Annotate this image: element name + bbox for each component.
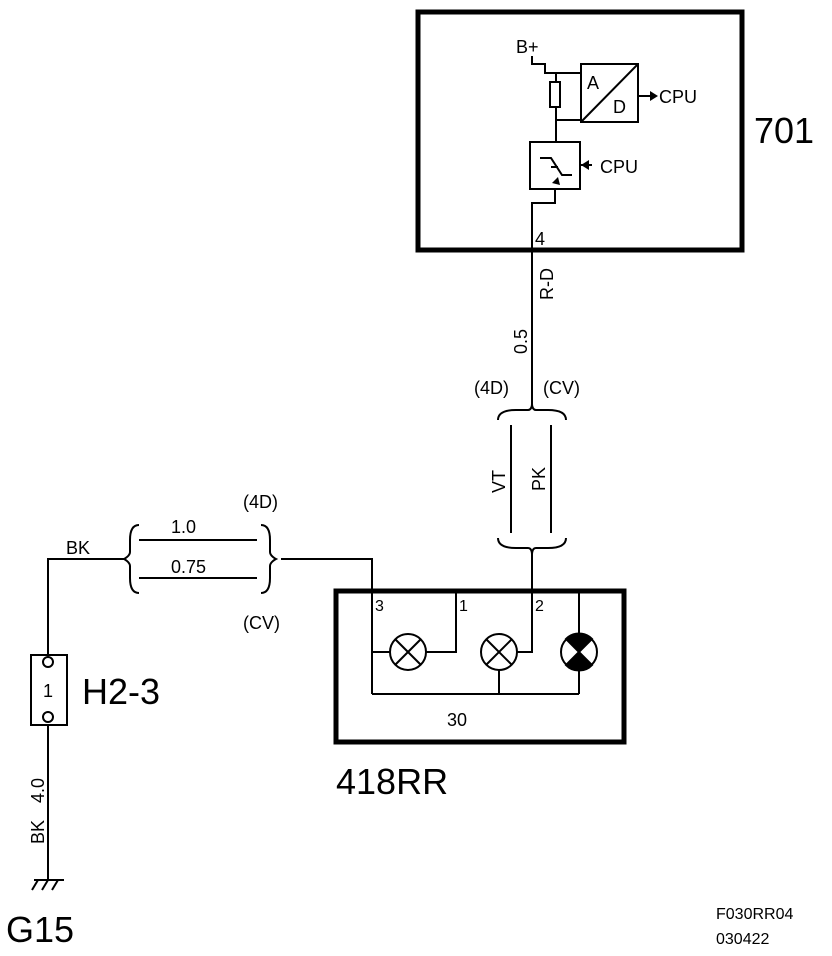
lamp-pin-30: 30 [447,710,467,730]
ecu-output-wire [531,189,556,250]
connector-id-label: H2-3 [82,671,160,712]
wire-r-d-size: 0.5 [511,329,531,354]
cpu-out-label: CPU [659,87,697,107]
figure-code: F030RR04 [716,906,793,923]
b-plus-wire [531,56,556,74]
lamp-pin-2: 2 [535,598,544,615]
variant-brace-left [121,524,140,594]
adc-a-label: A [587,73,599,93]
ecu-id-label: 701 [754,110,814,151]
b-plus-label: B+ [516,37,539,57]
ecu-pin-4: 4 [535,229,545,249]
variant-cv-top: (CV) [543,378,580,398]
connector-pin-bottom [42,711,54,723]
ground-wire-size: 4.0 [28,778,48,803]
wire-size-1-0: 1.0 [171,517,196,537]
bk-wire [47,558,124,655]
lamp-418rr-box [333,588,627,745]
ground-id-label: G15 [6,909,74,950]
lamp-pin-3: 3 [375,598,384,615]
variant-4d-top: (4D) [474,378,509,398]
wire-pk-label: PK [529,467,549,491]
date-code: 030422 [716,931,769,948]
ground-wire-color: BK [28,820,48,844]
bk-wire-label: BK [66,538,90,558]
cpu-driver-arrowhead [581,160,589,170]
wire-size-0-75: 0.75 [171,557,206,577]
variant-brace-bottom [497,537,567,555]
variant-cv-left: (CV) [243,613,280,633]
wire-vt-label: VT [489,470,509,493]
wire-r-d-color: R-D [537,268,557,300]
adc-symbol [580,63,639,123]
connector-pin-top [42,656,54,668]
left-feed-wire [281,558,373,694]
ecu-701-box [415,9,745,253]
variant-brace-top [497,403,567,421]
adc-cpu-arrowhead [650,91,658,101]
cpu-in-label: CPU [600,157,638,177]
variant-brace-right [260,524,279,594]
connector-pin-label: 1 [43,681,53,701]
lamp-id-label: 418RR [336,761,448,802]
adc-d-label: D [613,97,626,117]
lamp-pin-1: 1 [459,598,468,615]
variant-4d-left: (4D) [243,492,278,512]
ground-symbol [31,879,64,891]
resistor-symbol [549,81,561,108]
